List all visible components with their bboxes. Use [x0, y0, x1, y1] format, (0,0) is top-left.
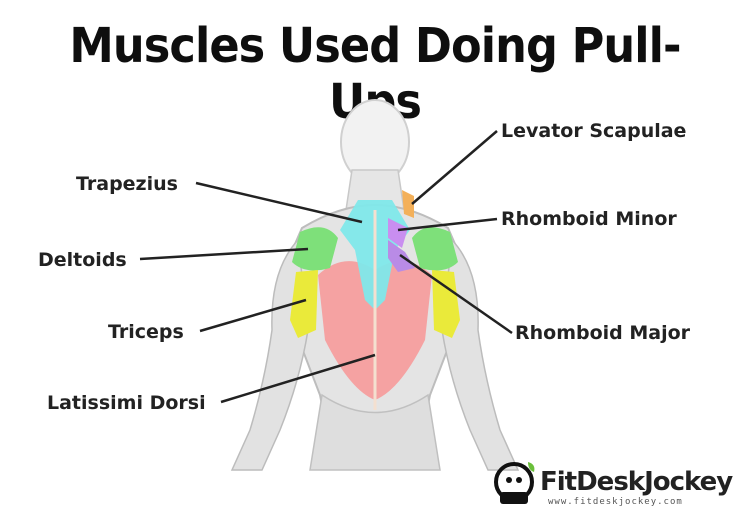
- label-triceps: Triceps: [108, 321, 184, 343]
- label-latissimi-dorsi: Latissimi Dorsi: [47, 392, 206, 414]
- pointer-trapezius: [195, 181, 363, 224]
- logo-name: FitDeskJockey: [540, 467, 733, 497]
- pointer-rhomboid-major: [399, 253, 513, 335]
- logo-icon: [494, 462, 535, 504]
- left-deltoid-region: [292, 227, 338, 271]
- hips: [309, 393, 441, 471]
- pointer-lines: [139, 130, 513, 404]
- pointer-levator-scapulae: [411, 130, 498, 205]
- pointer-latissimi-dorsi: [220, 353, 376, 404]
- label-trapezius: Trapezius: [76, 173, 178, 195]
- right-deltoid-region: [412, 227, 458, 271]
- pointer-rhomboid-minor: [397, 217, 498, 232]
- label-rhomboid-minor: Rhomboid Minor: [501, 208, 677, 230]
- pointer-deltoids: [139, 247, 309, 261]
- right-triceps-region: [432, 270, 460, 338]
- logo-url: www.fitdeskjockey.com: [548, 497, 683, 507]
- left-triceps-region: [290, 270, 318, 338]
- left-arm: [230, 238, 309, 471]
- levator-scapulae-region: [402, 190, 414, 218]
- label-rhomboid-major: Rhomboid Major: [515, 322, 691, 344]
- label-deltoids: Deltoids: [38, 249, 127, 271]
- label-levator-scapulae: Levator Scapulae: [501, 120, 687, 142]
- rhomboid-minor-region: [388, 218, 408, 248]
- pointer-triceps: [199, 298, 307, 333]
